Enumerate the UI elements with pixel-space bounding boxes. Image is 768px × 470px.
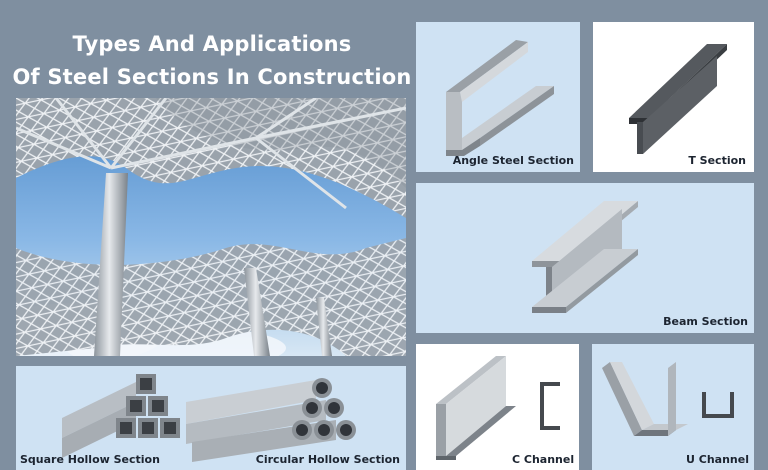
- square-hollow-tubes-icon: [62, 374, 180, 458]
- c-channel-panel: C Channel: [416, 344, 579, 470]
- t-section-panel: T Section: [593, 22, 754, 172]
- circular-hollow-label: Circular Hollow Section: [255, 453, 400, 466]
- u-channel-icon: [602, 362, 734, 436]
- i-beam-icon: [532, 201, 638, 313]
- steel-canopy-illustration: [16, 98, 406, 356]
- title-line-1: Types And Applications: [72, 32, 352, 56]
- canopy-photo: [16, 98, 406, 356]
- square-hollow-label: Square Hollow Section: [20, 453, 160, 466]
- u-channel-label: U Channel: [686, 453, 749, 466]
- t-section-label: T Section: [688, 154, 746, 167]
- c-channel-icon: [436, 356, 560, 460]
- t-section-icon: [629, 44, 727, 154]
- hollow-sections-panel: Square Hollow Section Circular Hollow Se…: [16, 366, 406, 470]
- page-title: Types And Applications Of Steel Sections…: [8, 28, 416, 94]
- beam-section-label: Beam Section: [663, 315, 748, 328]
- angle-steel-icon: [446, 40, 554, 156]
- u-channel-panel: U Channel: [592, 344, 754, 470]
- beam-section-panel: Beam Section: [416, 183, 754, 333]
- angle-section-panel: Angle Steel Section: [416, 22, 580, 172]
- c-channel-label: C Channel: [512, 453, 575, 466]
- title-line-2: Of Steel Sections In Construction: [12, 65, 412, 89]
- circular-hollow-tubes-icon: [186, 378, 356, 462]
- hollow-tubes-icon: [62, 374, 356, 462]
- angle-section-label: Angle Steel Section: [452, 154, 574, 167]
